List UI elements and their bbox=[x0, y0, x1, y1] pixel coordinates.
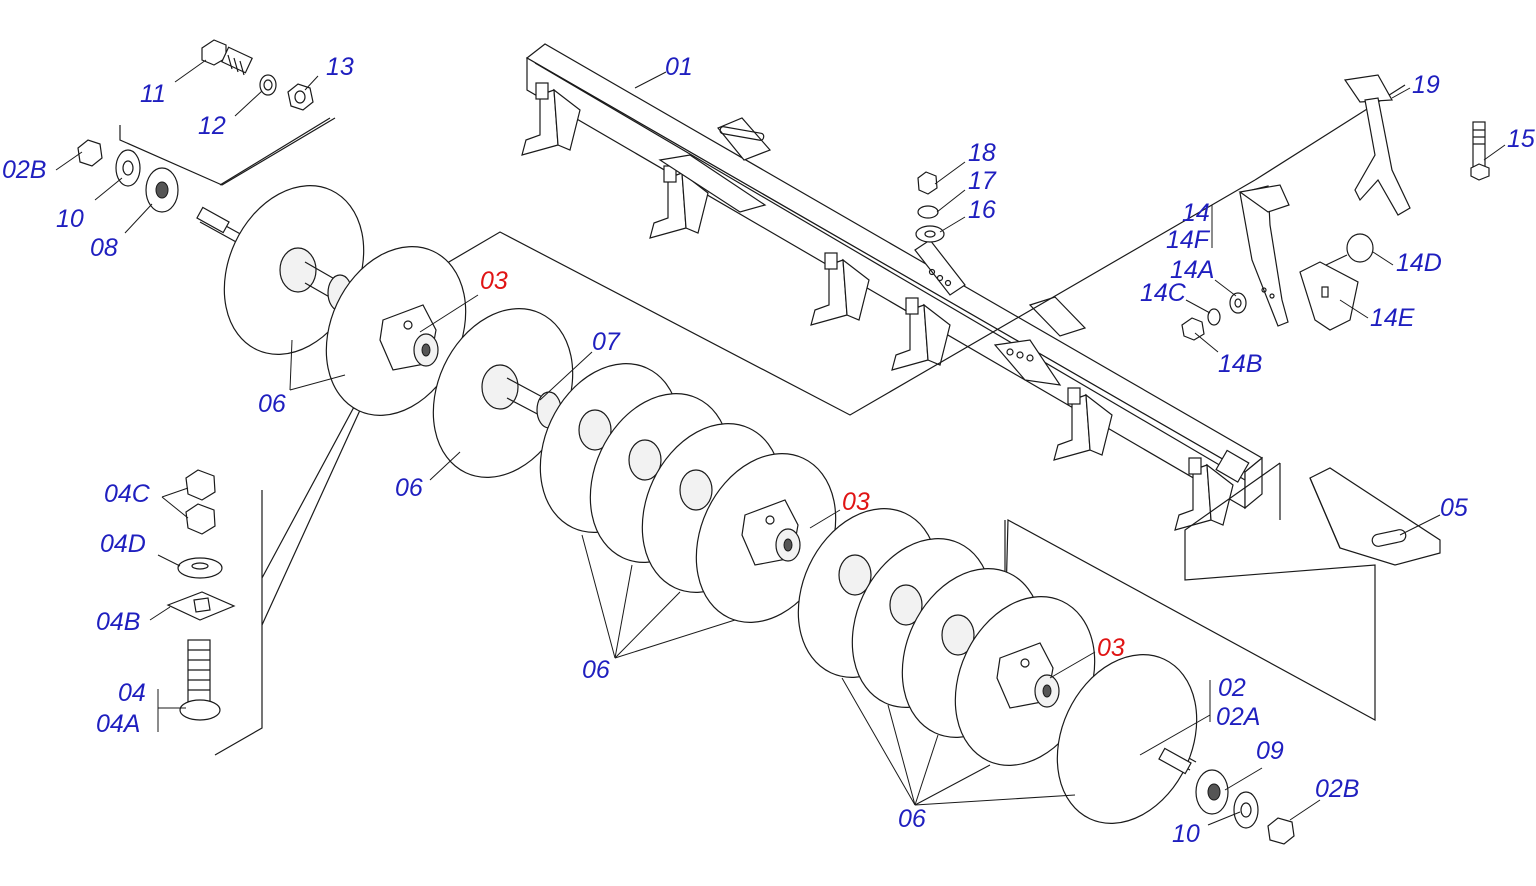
beam-feet bbox=[521, 82, 1234, 531]
label-04D: 04D bbox=[100, 530, 146, 558]
label-06-c: 06 bbox=[582, 656, 610, 684]
slotted-plates bbox=[658, 117, 1087, 386]
label-03-c: 03 bbox=[1097, 634, 1125, 662]
center-hardware bbox=[915, 171, 945, 243]
label-19: 19 bbox=[1412, 71, 1440, 99]
nut-02B-left bbox=[77, 139, 103, 167]
label-09: 09 bbox=[1256, 737, 1284, 765]
label-02: 02 bbox=[1218, 674, 1246, 702]
bolt-assembly-04 bbox=[166, 469, 236, 721]
label-12: 12 bbox=[198, 112, 226, 140]
knob-14D bbox=[1325, 233, 1374, 266]
bearing-housings bbox=[379, 304, 1060, 709]
label-10-right: 10 bbox=[1172, 820, 1200, 848]
label-14C: 14C bbox=[1140, 279, 1186, 307]
label-16: 16 bbox=[968, 196, 996, 224]
label-14F: 14F bbox=[1166, 226, 1210, 254]
right-end-hardware bbox=[1158, 747, 1295, 845]
discs bbox=[223, 185, 1198, 824]
label-07: 07 bbox=[592, 328, 620, 356]
label-14B: 14B bbox=[1218, 350, 1263, 378]
label-14E: 14E bbox=[1370, 304, 1415, 332]
label-17: 17 bbox=[968, 167, 996, 195]
bolt-11 bbox=[201, 39, 253, 76]
label-14D: 14D bbox=[1396, 249, 1442, 277]
label-04A: 04A bbox=[96, 710, 141, 738]
label-11: 11 bbox=[140, 80, 166, 108]
label-15: 15 bbox=[1507, 125, 1535, 153]
bolt-15 bbox=[1470, 121, 1490, 181]
label-14: 14 bbox=[1182, 199, 1210, 227]
label-06-b: 06 bbox=[395, 474, 423, 502]
label-04: 04 bbox=[118, 679, 146, 707]
label-14A: 14A bbox=[1170, 256, 1215, 284]
scraper-blade-14E bbox=[1299, 261, 1359, 331]
cap-08 bbox=[145, 167, 179, 213]
flange-10-left bbox=[115, 149, 141, 187]
label-05: 05 bbox=[1440, 494, 1468, 522]
label-03-b: 03 bbox=[842, 488, 870, 516]
label-03-a: 03 bbox=[480, 267, 508, 295]
label-02A: 02A bbox=[1216, 703, 1261, 731]
label-18: 18 bbox=[968, 139, 996, 167]
label-13: 13 bbox=[326, 53, 354, 81]
washer-12 bbox=[259, 74, 277, 96]
label-06-a: 06 bbox=[258, 390, 286, 418]
washers-14A-14C-14B bbox=[1181, 292, 1247, 341]
label-04B: 04B bbox=[96, 608, 141, 636]
scraper-arm-14 bbox=[1238, 184, 1290, 327]
bracket-19 bbox=[1343, 74, 1411, 216]
label-02B-left: 02B bbox=[2, 156, 47, 184]
scraper-05 bbox=[1309, 467, 1441, 566]
leader-lines bbox=[55, 59, 1506, 826]
label-04C: 04C bbox=[104, 480, 150, 508]
label-08: 08 bbox=[90, 234, 118, 262]
label-10-left: 10 bbox=[56, 205, 84, 233]
label-01: 01 bbox=[665, 53, 693, 81]
nut-13 bbox=[287, 83, 314, 111]
label-02B-right: 02B bbox=[1315, 775, 1360, 803]
disc-1 bbox=[223, 185, 365, 355]
label-06-d: 06 bbox=[898, 805, 926, 833]
